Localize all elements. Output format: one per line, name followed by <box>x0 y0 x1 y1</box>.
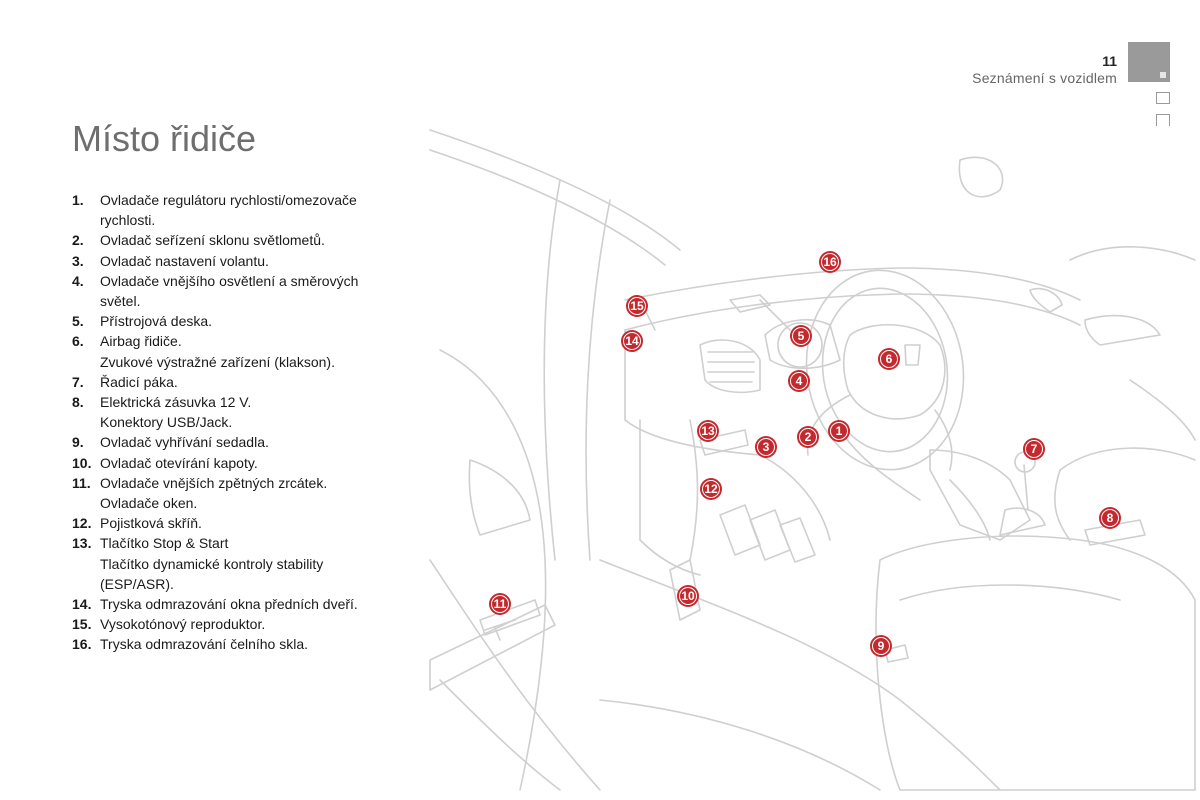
legend-item: 11. Ovladače vnějších zpětných zrcátek. Ov… <box>72 473 392 513</box>
legend-number: 14. <box>72 596 92 613</box>
chapter-tab-icon <box>1128 42 1170 82</box>
svg-text:3: 3 <box>763 440 770 454</box>
legend-number: 10. <box>72 454 92 471</box>
legend-number: 11. <box>72 474 91 491</box>
legend-text: Ovladač seřízení sklonu světlometů. <box>100 232 325 249</box>
legend-number: 3. <box>72 252 84 269</box>
legend-number: 9. <box>72 434 84 451</box>
legend-number: 4. <box>72 272 84 289</box>
callout-badge-7: 7 <box>1023 438 1045 460</box>
svg-text:14: 14 <box>625 334 639 348</box>
legend-text: světel. <box>100 293 141 310</box>
legend-number: 6. <box>72 333 84 350</box>
svg-text:16: 16 <box>823 255 837 269</box>
svg-text:4: 4 <box>796 374 803 388</box>
legend-text: Zvukové výstražné zařízení (klakson). <box>100 353 335 370</box>
legend-item: 4. Ovladače vnějšího osvětlení a směrovýc… <box>72 271 392 311</box>
callout-badge-5: 5 <box>790 325 812 347</box>
legend-text: Tryska odmrazování čelního skla. <box>100 636 309 653</box>
svg-text:13: 13 <box>701 424 715 438</box>
legend-text: Přístrojová deska. <box>100 313 213 330</box>
legend-text: Ovladač otevírání kapoty. <box>100 454 258 471</box>
legend-text: rychlosti. <box>100 212 156 229</box>
legend-item: 6. Airbag řidiče. Zvukové výstražné zaříze… <box>72 331 392 371</box>
legend-item: 12. Pojistková skříň. <box>72 513 392 533</box>
legend-text: Ovladače vnějšího osvětlení a směrových <box>100 272 359 289</box>
legend-text: (ESP/ASR). <box>100 575 174 592</box>
legend-number: 1. <box>72 192 84 208</box>
svg-text:7: 7 <box>1031 442 1038 456</box>
legend-number: 8. <box>72 394 84 411</box>
legend-text: Konektory USB/Jack. <box>100 414 233 431</box>
legend-text: Ovladač vyhřívání sedadla. <box>100 434 269 451</box>
callout-badge-12: 12 <box>700 478 722 500</box>
section-title: Seznámení s vozidlem <box>972 70 1117 86</box>
svg-text:15: 15 <box>630 299 644 313</box>
callout-badge-10: 10 <box>677 585 699 607</box>
legend-item: 10. Ovladač otevírání kapoty. <box>72 453 392 473</box>
svg-text:8: 8 <box>1107 511 1114 525</box>
legend-text: Tryska odmrazování okna předních dveří. <box>100 596 358 613</box>
driver-cockpit-illustration: 1 2 3 4 5 6 7 8 9 10 11 12 13 14 15 16 <box>429 129 1196 791</box>
legend-number: 2. <box>72 232 84 249</box>
legend-text: Ovladače oken. <box>100 495 198 512</box>
svg-text:10: 10 <box>681 589 695 603</box>
legend-text: Vysokotónový reproduktor. <box>100 616 266 633</box>
legend-number: 16. <box>72 636 92 653</box>
legend-text: Ovladače vnějších zpětných zrcátek. <box>100 474 328 491</box>
legend-item: 16. Tryska odmrazování čelního skla. <box>72 634 392 654</box>
legend-item: 7. Řadicí páka. <box>72 372 392 392</box>
svg-text:9: 9 <box>878 639 885 653</box>
callout-badge-4: 4 <box>788 370 810 392</box>
callout-badge-2: 2 <box>797 426 819 448</box>
svg-text:6: 6 <box>886 352 893 366</box>
svg-text:5: 5 <box>798 329 805 343</box>
callout-badge-15: 15 <box>626 295 648 317</box>
legend-text: Řadicí páka. <box>100 373 178 390</box>
chapter-marker-icon <box>1156 114 1170 126</box>
legend-number: 5. <box>72 313 84 330</box>
cockpit-line-art <box>429 129 1196 791</box>
callout-badge-16: 16 <box>819 251 841 273</box>
callout-badge-1: 1 <box>828 420 850 442</box>
legend-item: 8. Elektrická zásuvka 12 V. Konektory USB/… <box>72 392 392 432</box>
chapter-marker-icon <box>1156 92 1170 104</box>
legend-number: 12. <box>72 515 92 532</box>
legend-text: Tlačítko dynamické kontroly stability <box>100 555 324 572</box>
legend-text: Ovladače regulátoru rychlosti/omezovače <box>100 192 357 208</box>
svg-text:12: 12 <box>704 482 718 496</box>
legend-item: 3. Ovladač nastavení volantu. <box>72 251 392 271</box>
legend-item: 9. Ovladač vyhřívání sedadla. <box>72 432 392 452</box>
legend-text: Elektrická zásuvka 12 V. <box>100 394 252 411</box>
legend-item: 14. Tryska odmrazování okna předních dveř… <box>72 594 392 614</box>
legend-number: 7. <box>72 373 84 390</box>
callout-badge-8: 8 <box>1099 507 1121 529</box>
callout-badge-9: 9 <box>870 635 892 657</box>
callout-badge-6: 6 <box>878 348 900 370</box>
svg-text:11: 11 <box>494 597 507 611</box>
legend-item: 5. Přístrojová deska. <box>72 311 392 331</box>
svg-text:2: 2 <box>805 430 812 444</box>
callout-badge-11: 11 <box>489 593 511 615</box>
svg-text:1: 1 <box>836 424 843 438</box>
callout-badge-3: 3 <box>755 436 777 458</box>
legend-list: 1. Ovladače regulátoru rychlosti/omezovač… <box>72 190 392 655</box>
legend-text: Tlačítko Stop & Start <box>100 535 229 552</box>
legend-item: 2. Ovladač seřízení sklonu světlometů. <box>72 230 392 250</box>
page-title: Místo řidiče <box>72 118 257 159</box>
page-number: 11 <box>1102 53 1117 69</box>
callout-badge-13: 13 <box>697 420 719 442</box>
legend-item: 1. Ovladače regulátoru rychlosti/omezovač… <box>72 190 392 230</box>
legend-text: Airbag řidiče. <box>100 333 182 350</box>
callout-badges: 1 2 3 4 5 6 7 8 9 10 11 12 13 14 15 16 <box>489 251 1121 657</box>
legend-number: 15. <box>72 616 92 633</box>
legend-number: 13. <box>72 535 92 552</box>
legend-text: Pojistková skříň. <box>100 515 202 532</box>
legend-item: 15. Vysokotónový reproduktor. <box>72 614 392 634</box>
callout-badge-14: 14 <box>621 330 643 352</box>
legend-text: Ovladač nastavení volantu. <box>100 252 269 269</box>
